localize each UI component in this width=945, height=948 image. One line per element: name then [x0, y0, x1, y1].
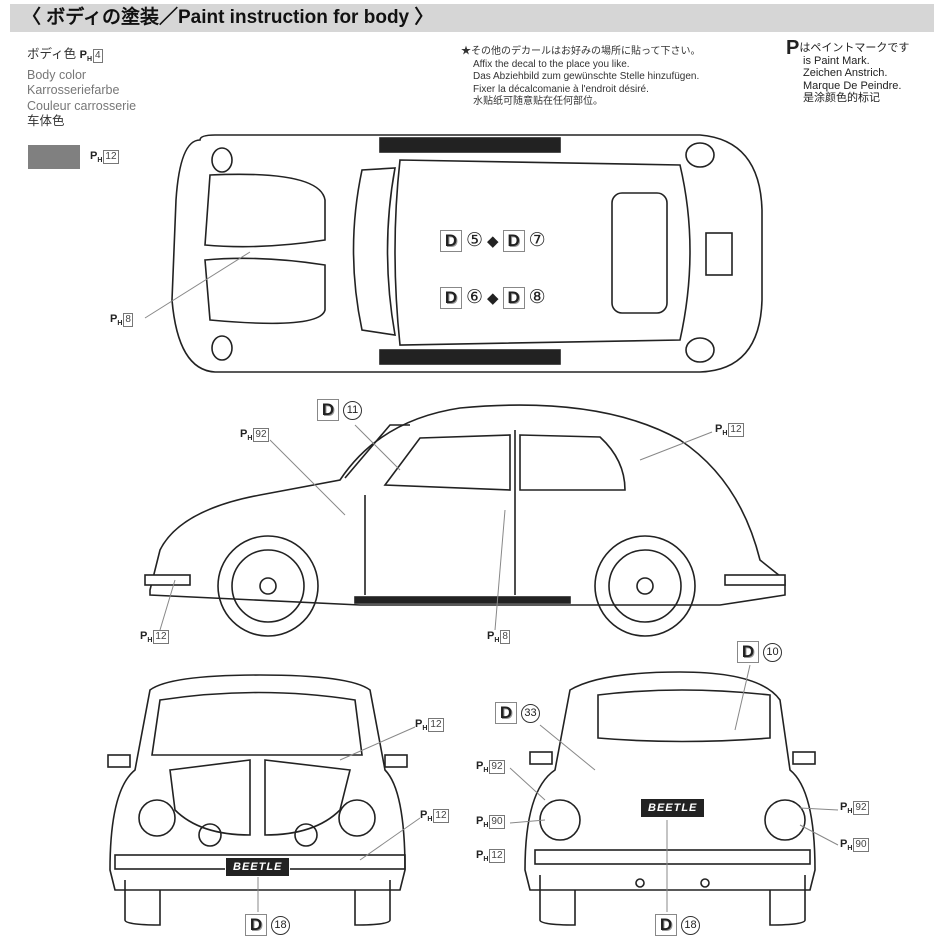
side-view-car	[144, 404, 786, 637]
top-view-car	[171, 134, 763, 373]
body-color-de: Karrosseriefarbe	[27, 83, 120, 98]
page-title: 〈 ボディの塗装／Paint instruction for body 〉	[10, 4, 934, 32]
body-color-cn: 车体色	[27, 114, 65, 129]
paint-mark-legend: Pはペイントマークです is Paint Mark. Zeichen Anstr…	[786, 37, 910, 105]
rear-view-car	[524, 671, 816, 926]
body-color-jp: ボディ色	[27, 47, 77, 61]
front-license-plate: BEETLE	[224, 857, 291, 877]
decal-note: ★その他のデカールはお好みの場所に貼って下さい。 Affix the decal…	[461, 46, 701, 108]
body-color-en: Body color	[27, 67, 87, 82]
swap-arrows-icon: ◆	[487, 232, 499, 250]
swap-arrows-icon: ◆	[487, 289, 499, 307]
body-color-fr: Couleur carrosserie	[27, 98, 137, 113]
rear-license-plate: BEETLE	[639, 798, 706, 818]
color-swatch	[28, 145, 80, 169]
paint-mark-icon: P	[786, 37, 800, 59]
front-view-car	[107, 674, 408, 926]
